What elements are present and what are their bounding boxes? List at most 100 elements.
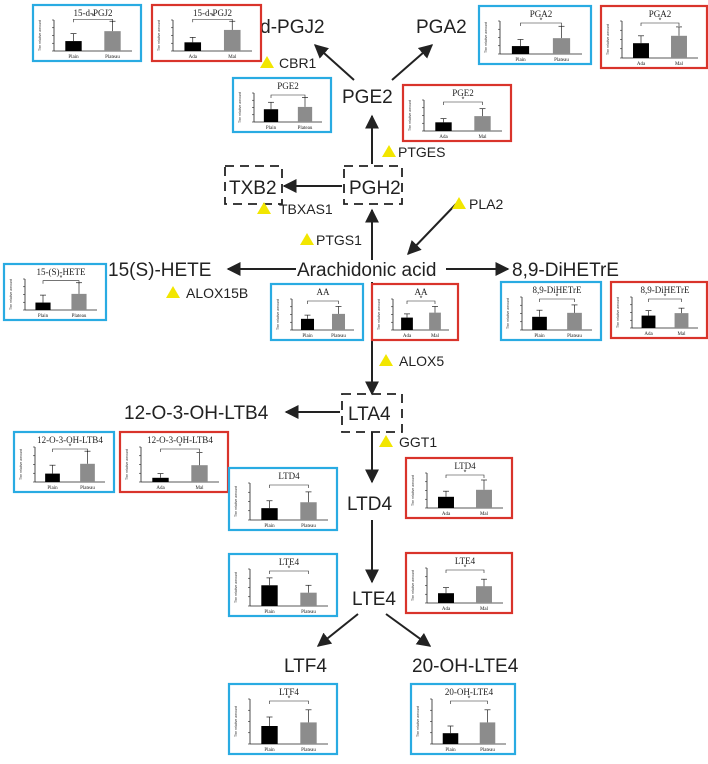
chart-x-tick-label: Plain <box>264 524 275 529</box>
chart-title: PGE2 <box>277 81 299 91</box>
chart-x-tick-label: Plain <box>515 58 526 63</box>
chart-ylabel: The relative amount <box>416 706 420 737</box>
chart-significance-star: * <box>288 566 291 573</box>
chart-frame <box>150 3 263 63</box>
chart-bar <box>532 316 547 330</box>
chart-significance-star: * <box>179 444 182 451</box>
chart-x-tick-label: Plain <box>47 486 58 491</box>
enzyme-label: ALOX5 <box>399 353 444 369</box>
enzyme-markers: CBR1 PTGES TBXAS1 PLA2 PTGS1 ALOX15B ALO… <box>166 55 503 450</box>
chart-frame <box>227 682 339 756</box>
chart-x-tick-label: Ada <box>403 334 412 339</box>
enzyme-label: CBR1 <box>279 55 317 71</box>
chart-frame <box>609 280 708 340</box>
chart-frame <box>231 76 333 134</box>
chart-bar <box>45 473 60 482</box>
enzyme-ptges: PTGES <box>382 144 445 160</box>
chart-bar <box>438 593 454 603</box>
enzyme-alox15b: ALOX15B <box>166 285 248 301</box>
chart-title: 15-(S)-HETE <box>37 267 86 277</box>
chart-significance-star: * <box>288 696 291 703</box>
chart-title: LTD4 <box>454 461 476 471</box>
chart-bar <box>633 43 649 58</box>
label-pgh2: PGH2 <box>349 178 401 199</box>
chart-ylabel: The relative amount <box>408 100 412 131</box>
chart-significance-bracket <box>520 22 562 26</box>
chart-x-tick-label: Plain <box>38 314 49 319</box>
chart-ylabel: The relative amount <box>234 706 238 737</box>
chart-x-tick-label: Plain <box>68 55 79 60</box>
chart-significance-bracket <box>269 484 309 488</box>
chart-title: AA <box>415 287 428 297</box>
chart-bar <box>184 42 202 51</box>
arrow-lte4-to-ohlte4 <box>385 613 432 647</box>
enzyme-label: TBXAS1 <box>279 201 333 217</box>
enzyme-alox5: ALOX5 <box>379 353 444 369</box>
chart-significance-star: * <box>659 18 662 25</box>
chart-ylabel: The relative amount <box>157 20 161 51</box>
enzyme-ptgs1: PTGS1 <box>300 232 362 248</box>
chart-title: 8,9-DiHETrE <box>533 285 582 295</box>
chart-bar <box>401 317 413 330</box>
arrow-pge2-to-pga2 <box>391 44 434 81</box>
chart-bar <box>297 106 313 122</box>
chart-title: 8,9-DiHETrE <box>641 285 690 295</box>
chart-title: 20-OH-LTE4 <box>445 687 494 697</box>
chart-x-tick-label: Plain <box>445 748 456 753</box>
chart-ylabel: The relative amount <box>606 24 610 55</box>
chart-frame <box>31 3 143 63</box>
chart-x-tick-label: Plateau <box>567 334 582 339</box>
chart-bar <box>474 116 491 131</box>
label-pga2: PGA2 <box>416 17 467 38</box>
chart-bar <box>641 315 656 328</box>
chart-ylabel: The relative amount <box>506 298 510 329</box>
chart-bar <box>429 312 441 330</box>
chart-ylabel: The relative amount <box>234 572 238 603</box>
label-ltd4: LTD4 <box>347 494 392 515</box>
chart-x-tick-label: Plateau <box>301 748 316 753</box>
chart-x-tick-label: Ada <box>442 607 451 612</box>
chart-bar <box>442 733 459 744</box>
label-aa: Arachidonic acid <box>297 260 436 281</box>
txb2-box <box>224 165 283 205</box>
chart-bar <box>476 489 492 508</box>
enzyme-cbr1: CBR1 <box>260 55 317 71</box>
chart-significance-bracket <box>192 18 233 23</box>
chart-x-tick-label: Plateau <box>554 58 569 63</box>
chart-title: PGE2 <box>452 88 474 98</box>
chart-significance-star: * <box>60 275 63 282</box>
arrow-pge2-to-pgj2 <box>313 44 355 81</box>
enzyme-triangle-icon <box>300 233 314 245</box>
chart-title: LTE4 <box>279 557 300 567</box>
chart-bar <box>476 586 492 603</box>
enzyme-triangle-icon <box>260 56 274 68</box>
chart-x-tick-label: Plateau <box>301 524 316 529</box>
arrow-pla2-to-aa <box>407 203 457 256</box>
enzyme-label: GGT1 <box>399 434 437 450</box>
chart-ylabel: The relative amount <box>234 486 238 517</box>
enzyme-triangle-icon <box>379 354 393 366</box>
chart-significance-bracket <box>539 298 575 302</box>
enzyme-tbxas1: TBXAS1 <box>257 201 333 217</box>
chart-significance-star: * <box>556 294 559 301</box>
chart-ylabel: The relative amount <box>125 449 129 480</box>
chart-bar <box>35 302 51 310</box>
chart-frame <box>409 682 517 756</box>
chart-ylabel: The relative amount <box>411 475 415 506</box>
chart-x-tick-label: Mal <box>228 55 237 60</box>
chart-significance-bracket <box>42 280 80 284</box>
label-hete: 15(S)-HETE <box>108 260 211 281</box>
chart-bar <box>71 293 87 310</box>
chart-bar <box>300 502 317 520</box>
chart-significance-bracket <box>648 298 682 302</box>
chart-bar <box>552 38 571 54</box>
